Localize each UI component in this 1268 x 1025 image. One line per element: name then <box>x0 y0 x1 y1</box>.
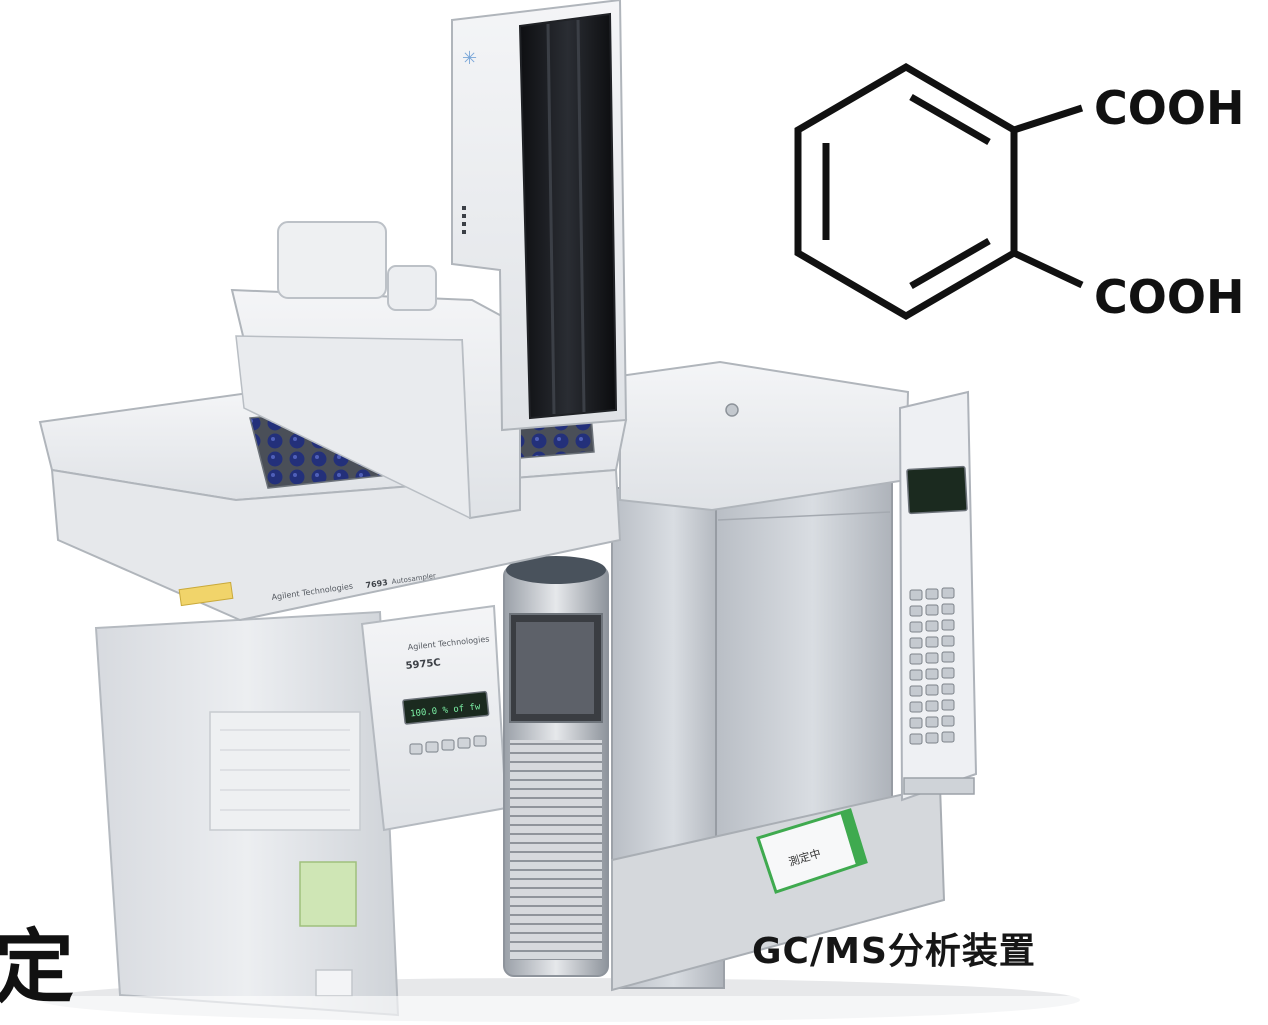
ms-display: 100.0 % of fw <box>402 690 490 725</box>
bottom-fade <box>0 996 1268 1025</box>
instrument-caption: GC/MS分析装置 <box>752 931 1036 972</box>
tray-yellow-label <box>178 581 234 607</box>
bond-to-bottom-carboxyl <box>1012 249 1084 289</box>
gcms-instrument-illustration: Agilent Technologies 5975C 100.0 % of fw <box>38 0 1080 1022</box>
inlet-port <box>725 403 739 417</box>
benzene-ring <box>794 62 1018 321</box>
tower-status-leds <box>462 206 466 234</box>
ms-model-label: 5975C <box>405 657 441 672</box>
gc-keypad <box>909 587 955 745</box>
gantry-small-box <box>387 265 437 311</box>
gantry-top-box <box>277 221 387 299</box>
injector-tower-window <box>518 12 618 420</box>
phthalic-acid-structure: COOH COOH <box>794 62 1244 324</box>
drum-vents <box>510 740 602 960</box>
carboxyl-label-bottom: COOH <box>1094 270 1244 324</box>
ms-panel-lines <box>220 729 350 811</box>
bottom-vent-label <box>315 969 353 997</box>
gantry-arm-front <box>235 335 471 520</box>
carboxyl-label-top: COOH <box>1094 81 1244 135</box>
ring-double-bond-bottom <box>909 237 991 290</box>
drum-top-cap <box>506 556 606 584</box>
tower-star-logo: ✳ <box>462 48 477 69</box>
panel-base-plate <box>903 777 975 795</box>
tower-rail-2 <box>576 19 586 413</box>
drum-window-glass <box>516 622 594 714</box>
cropped-heading-glyph: 定 <box>0 921 74 1014</box>
warning-sticker <box>299 861 357 927</box>
ring-double-bond-top <box>909 93 991 146</box>
status-sign-green-edge <box>840 810 866 865</box>
oven-door-seam <box>717 511 891 521</box>
ms-buttons <box>409 735 487 755</box>
gc-display <box>906 465 968 515</box>
tower-rail-1 <box>546 23 556 415</box>
bond-to-top-carboxyl <box>1012 104 1084 134</box>
autosampler-model: 7693 <box>365 578 388 590</box>
